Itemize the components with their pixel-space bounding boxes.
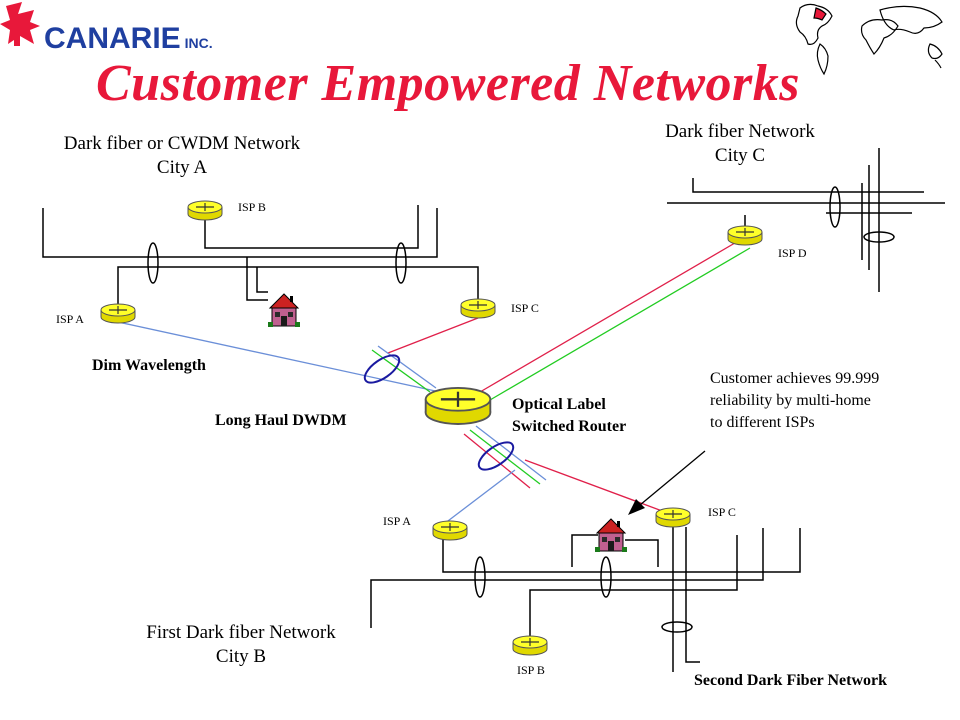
isp-c-top-router-icon	[460, 298, 496, 319]
note-arrow	[628, 450, 706, 515]
city-c-caption-line2: City C	[714, 145, 766, 166]
isp-a-top-label: ISP A	[56, 312, 84, 326]
world-map-icon	[795, 3, 943, 76]
note-line2: reliability by multi-home	[710, 392, 871, 409]
canarie-logo-icon	[0, 2, 40, 46]
city-b-network	[370, 527, 801, 672]
city-b-caption: First Dark fiber Network City B	[110, 621, 372, 669]
isp-a-bottom-router-icon	[432, 520, 468, 541]
city-b-caption-line1: First Dark fiber Network	[146, 622, 336, 643]
isp-b-bottom-label: ISP B	[517, 663, 545, 677]
logo-name: CANARIE	[44, 22, 181, 55]
city-a-network	[42, 205, 479, 311]
isp-a-bottom-label: ISP A	[383, 514, 411, 528]
city-a-caption: Dark fiber or CWDM Network City A	[30, 132, 334, 180]
city-a-caption-line1: Dark fiber or CWDM Network	[63, 133, 301, 154]
isp-b-bottom-router-icon	[512, 635, 548, 656]
customer-house-bottom-icon	[594, 518, 628, 553]
dim-wavelength-label: Dim Wavelength	[92, 357, 206, 374]
long-haul-links	[117, 239, 751, 528]
note-line3: to different ISPs	[710, 414, 815, 431]
olsr-label-line2: Switched Router	[512, 418, 627, 435]
optical-label-switched-router-icon	[424, 386, 492, 426]
isp-d-router-icon	[727, 225, 763, 246]
isp-a-top-router-icon	[100, 303, 136, 324]
note-line1: Customer achieves 99.999	[710, 370, 880, 387]
long-haul-label: Long Haul DWDM	[215, 412, 347, 429]
city-c-network	[667, 148, 945, 292]
page-title: Customer Empowered Networks	[96, 55, 800, 112]
isp-c-bottom-router-icon	[655, 507, 691, 528]
logo-suffix: INC.	[184, 35, 213, 51]
isp-d-label: ISP D	[778, 246, 807, 260]
olsr-label: Optical Label Switched Router	[512, 394, 626, 438]
second-network-caption: Second Dark Fiber Network	[694, 672, 888, 689]
city-b-caption-line2: City B	[215, 646, 267, 667]
isp-c-top-label: ISP C	[511, 301, 539, 315]
customer-house-top-icon	[267, 293, 301, 328]
reliability-note: Customer achieves 99.999 reliability by …	[710, 368, 879, 434]
city-c-caption-line1: Dark fiber Network	[665, 121, 815, 142]
isp-b-top-router-icon	[187, 200, 223, 221]
city-a-caption-line2: City A	[156, 157, 208, 178]
isp-c-bottom-label: ISP C	[708, 505, 736, 519]
olsr-label-line1: Optical Label	[512, 396, 606, 413]
isp-b-top-label: ISP B	[238, 200, 266, 214]
city-c-caption: Dark fiber Network City C	[640, 120, 840, 168]
